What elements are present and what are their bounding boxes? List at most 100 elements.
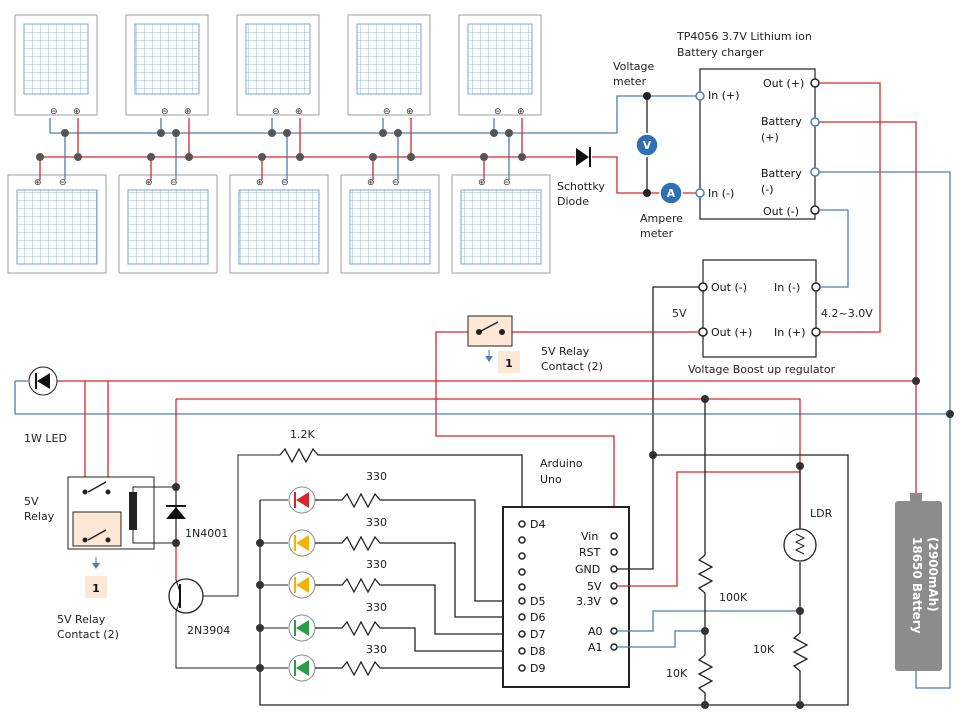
svg-text:⊕: ⊕	[295, 107, 303, 117]
svg-text:Out (-): Out (-)	[763, 205, 799, 218]
svg-text:D7: D7	[530, 628, 545, 641]
svg-text:⊕: ⊕	[145, 178, 153, 188]
svg-text:⊕: ⊕	[406, 107, 414, 117]
solar-panel	[7, 174, 107, 274]
tp4056-charger: TP4056 3.7V Lithium ion Battery charger …	[676, 30, 820, 220]
solar-panel	[125, 14, 209, 116]
power-nodes	[649, 377, 954, 470]
svg-text:meter: meter	[640, 227, 674, 240]
svg-text:Arduino: Arduino	[540, 457, 583, 470]
panel-terminals: ⊖⊕ ⊖⊕ ⊖⊕ ⊖⊕ ⊖⊕ ⊕⊖ ⊕⊖ ⊕⊖ ⊕⊖ ⊕⊖	[34, 107, 525, 188]
svg-text:330: 330	[366, 470, 387, 483]
solar-panel	[118, 174, 218, 274]
solar-panel	[236, 14, 320, 116]
solar-panel	[451, 174, 551, 274]
svg-text:330: 330	[366, 516, 387, 529]
svg-text:V: V	[643, 139, 652, 152]
svg-text:(2900mAh): (2900mAh)	[926, 537, 940, 612]
svg-text:1W LED: 1W LED	[24, 432, 67, 445]
relay-5v: 5V Relay 1 5V Relay Contact (2)	[24, 476, 176, 641]
svg-text:1: 1	[505, 357, 513, 370]
svg-text:2N3904: 2N3904	[187, 624, 230, 637]
svg-text:1: 1	[92, 582, 100, 595]
svg-text:Voltage: Voltage	[613, 60, 654, 73]
svg-text:⊕: ⊕	[256, 178, 264, 188]
svg-text:LDR: LDR	[810, 507, 833, 520]
svg-text:330: 330	[366, 558, 387, 571]
svg-text:In (+): In (+)	[774, 326, 806, 339]
svg-text:D4: D4	[530, 518, 545, 531]
solar-panels-bottom-row	[7, 174, 551, 274]
svg-text:D8: D8	[530, 645, 545, 658]
svg-text:Vin: Vin	[581, 530, 598, 543]
svg-text:330: 330	[366, 601, 387, 614]
svg-text:meter: meter	[613, 75, 647, 88]
svg-text:⊖: ⊖	[383, 107, 391, 117]
svg-text:⊖: ⊖	[392, 178, 400, 188]
svg-text:5V: 5V	[24, 495, 39, 508]
svg-text:(+): (+)	[761, 131, 779, 144]
svg-text:In (-): In (-)	[708, 187, 734, 200]
svg-text:Out (+): Out (+)	[763, 77, 804, 90]
svg-text:(-): (-)	[761, 183, 774, 196]
svg-text:⊕: ⊕	[73, 107, 81, 117]
svg-text:In (+): In (+)	[708, 89, 740, 102]
svg-text:⊖: ⊖	[281, 178, 289, 188]
svg-text:5V Relay: 5V Relay	[57, 613, 106, 626]
svg-text:Battery charger: Battery charger	[677, 46, 764, 59]
ldr-divider-right: LDR 10K	[753, 466, 833, 705]
resistor-divider-left: 100K 10K	[666, 554, 748, 705]
solar-panel	[229, 174, 329, 274]
svg-text:Uno: Uno	[540, 473, 562, 486]
led-1w: 1W LED	[24, 366, 67, 445]
svg-text:A0: A0	[588, 625, 603, 638]
svg-text:⊕: ⊕	[184, 107, 192, 117]
solar-panel	[347, 14, 431, 116]
svg-text:In (-): In (-)	[774, 281, 800, 294]
diode-1n4001: 1N4001	[166, 483, 228, 547]
boost-regulator: Out (-) Out (+) In (-) In (+) 5V 4.2~3.0…	[672, 259, 873, 376]
svg-text:D5: D5	[530, 595, 545, 608]
svg-text:A: A	[667, 187, 676, 200]
svg-text:10K: 10K	[753, 643, 775, 656]
svg-text:3.3V: 3.3V	[576, 595, 601, 608]
solar-panel	[340, 174, 440, 274]
svg-text:⊕: ⊕	[517, 107, 525, 117]
led-green-1	[288, 614, 316, 642]
resistor-1-2k: 1.2K	[279, 428, 523, 520]
transistor-2n3904: 2N3904	[168, 454, 280, 669]
solar-nodes	[36, 129, 526, 161]
svg-text:⊕: ⊕	[367, 178, 375, 188]
svg-text:TP4056 3.7V Lithium ion: TP4056 3.7V Lithium ion	[676, 30, 812, 43]
svg-text:GND: GND	[575, 563, 600, 576]
led-red	[288, 486, 316, 514]
relay-contact-switch: 1 5V Relay Contact (2)	[467, 315, 603, 373]
svg-text:⊖: ⊖	[161, 107, 169, 117]
svg-text:18650 Battery: 18650 Battery	[910, 537, 924, 634]
svg-text:Voltage Boost up regulator: Voltage Boost up regulator	[688, 363, 836, 376]
svg-text:Out (+): Out (+)	[711, 326, 752, 339]
svg-text:Relay: Relay	[24, 510, 55, 523]
svg-text:Battery: Battery	[761, 167, 802, 180]
solar-panels-top-row	[14, 14, 542, 116]
svg-text:100K: 100K	[719, 591, 748, 604]
svg-text:4.2~3.0V: 4.2~3.0V	[821, 307, 873, 320]
led-yellow-2	[288, 571, 316, 599]
solar-panel	[458, 14, 542, 116]
arduino-uno: Arduino Uno D4 D5 D6 D7 D8 D9 Vin RST GN…	[502, 457, 630, 688]
ampere-meter: A Ampere meter	[640, 181, 683, 240]
svg-text:⊕: ⊕	[478, 178, 486, 188]
battery-18650: 18650 Battery (2900mAh)	[895, 493, 942, 671]
svg-text:Diode: Diode	[557, 195, 589, 208]
svg-text:330: 330	[366, 643, 387, 656]
svg-text:⊖: ⊖	[170, 178, 178, 188]
ground-nodes	[701, 701, 804, 709]
led-bank: 330 330 330 330 330	[256, 454, 849, 706]
svg-text:⊖: ⊖	[50, 107, 58, 117]
svg-text:5V: 5V	[672, 307, 687, 320]
svg-text:Schottky: Schottky	[557, 180, 605, 193]
led-yellow-1	[288, 529, 316, 557]
svg-text:⊖: ⊖	[59, 178, 67, 188]
svg-text:5V Relay: 5V Relay	[541, 345, 590, 358]
svg-text:Out (-): Out (-)	[711, 281, 747, 294]
